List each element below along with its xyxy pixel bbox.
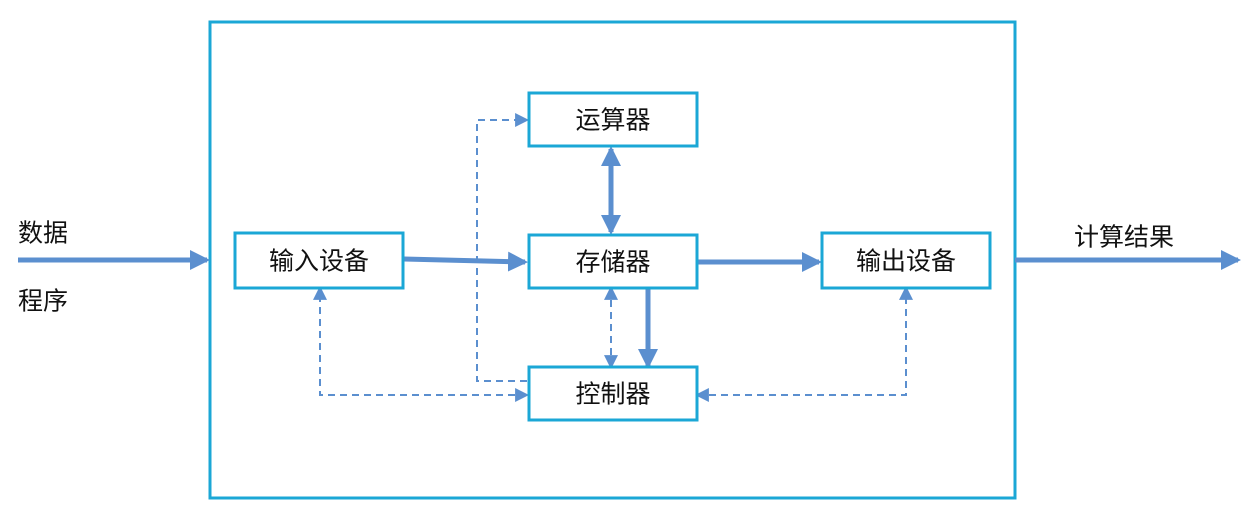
node-memory-box — [527, 233, 699, 290]
data-flow-lines — [18, 146, 1241, 369]
control-signal-lines — [313, 113, 913, 402]
input-label-data: 数据 — [18, 219, 68, 248]
node-controller-box — [527, 365, 699, 422]
node-memory-label: 存储器 — [575, 248, 650, 277]
node-alu-label: 运算器 — [575, 106, 650, 135]
input-label-program: 程序 — [18, 287, 68, 316]
dashed-controller-to-input-device — [313, 285, 530, 402]
arrow-input-device-to-memory — [403, 251, 528, 272]
node-output-device-box — [820, 231, 992, 290]
node-alu-box — [527, 91, 699, 148]
node-output-device-label: 输出设备 — [856, 247, 956, 276]
dashed-controller-to-output-device — [694, 285, 913, 402]
dashed-controller-to-alu — [476, 113, 530, 382]
node-memory: 存储器 — [527, 233, 699, 290]
node-alu: 运算器 — [527, 91, 699, 148]
output-label-result: 计算结果 — [1074, 223, 1174, 252]
node-input-device: 输入设备 — [233, 231, 405, 290]
node-input-device-box — [233, 231, 405, 290]
node-controller: 控制器 — [527, 365, 699, 422]
node-input-device-label: 输入设备 — [269, 247, 369, 276]
node-controller-label: 控制器 — [575, 380, 650, 409]
node-output-device: 输出设备 — [820, 231, 992, 290]
